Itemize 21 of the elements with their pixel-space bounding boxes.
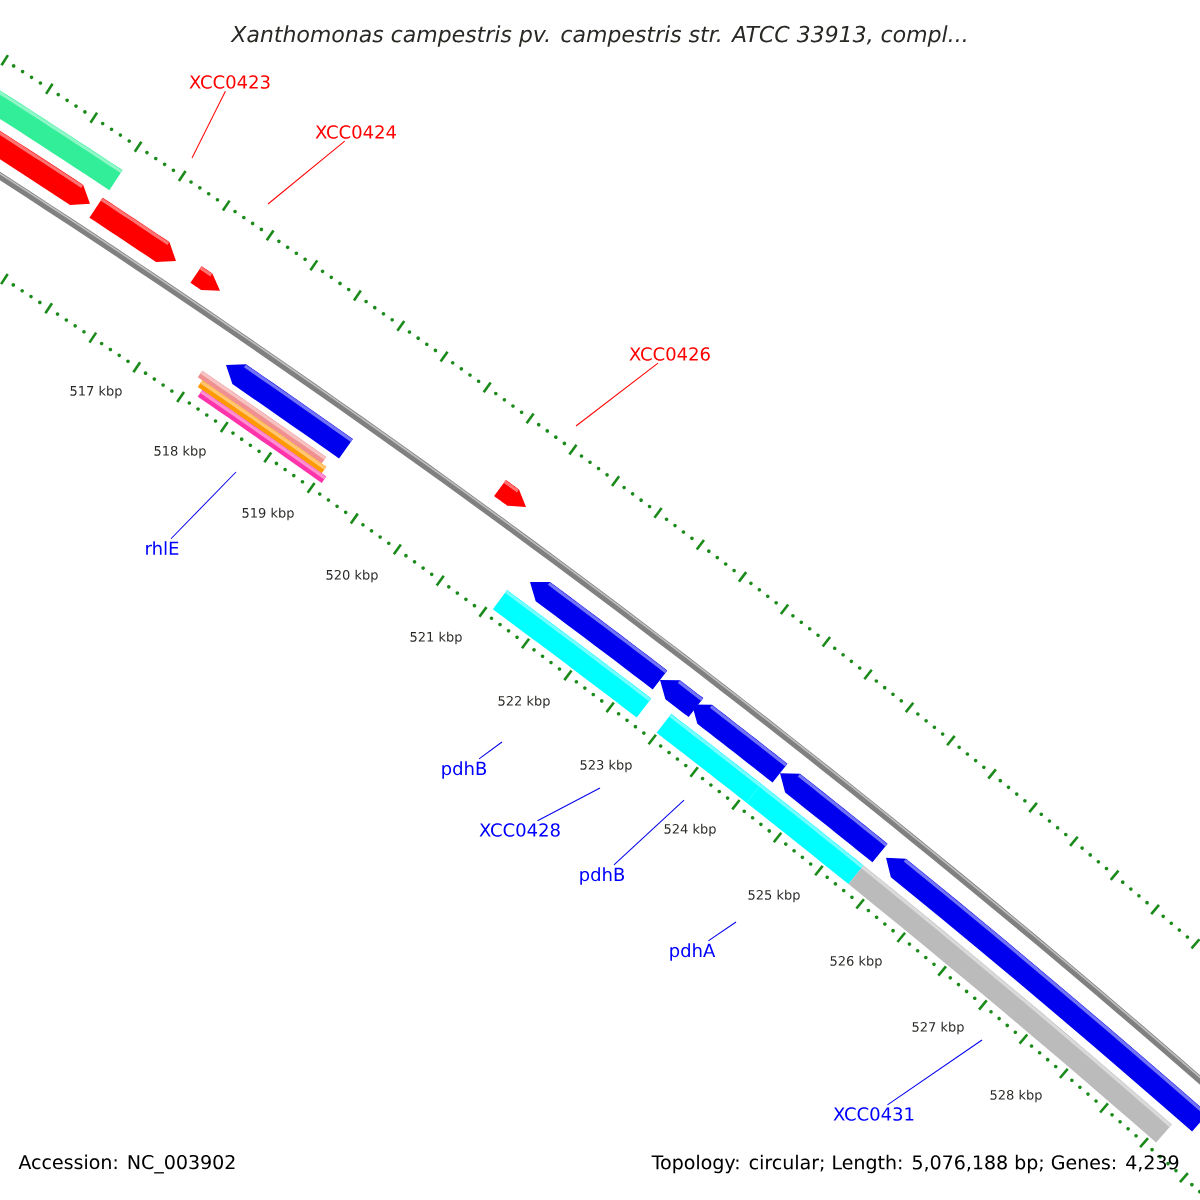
leader-line bbox=[478, 741, 503, 760]
leader-line bbox=[267, 140, 346, 205]
gene-label: XCC0423 bbox=[189, 75, 270, 89]
leader-line bbox=[170, 471, 237, 540]
gene-label: rhlE bbox=[146, 541, 179, 555]
gene-label: XCC0428 bbox=[479, 823, 560, 837]
gene-label: pdhB bbox=[442, 761, 487, 779]
accession-text: Accession: NC_003902 bbox=[18, 1154, 235, 1174]
title: Xanthomonas campestris pv. campestris str. ATCC 33913, compl... bbox=[230, 25, 966, 47]
gene-label: XCC0426 bbox=[629, 347, 710, 361]
genome-info-text: Topology: circular; Length: 5,076,188 bp; Genes: 4,239 bbox=[651, 1154, 1179, 1174]
leader-line bbox=[575, 362, 659, 427]
gene-label: XCC0424 bbox=[315, 125, 396, 139]
leader-line bbox=[613, 799, 685, 866]
leader-line bbox=[886, 1039, 983, 1106]
gene-label: pdhB bbox=[580, 867, 625, 885]
leader-line bbox=[191, 90, 226, 159]
leader-line bbox=[707, 921, 737, 942]
gene-label: XCC0431 bbox=[833, 1107, 914, 1121]
leader-line bbox=[537, 787, 601, 822]
gene-label: pdhA bbox=[670, 943, 716, 961]
